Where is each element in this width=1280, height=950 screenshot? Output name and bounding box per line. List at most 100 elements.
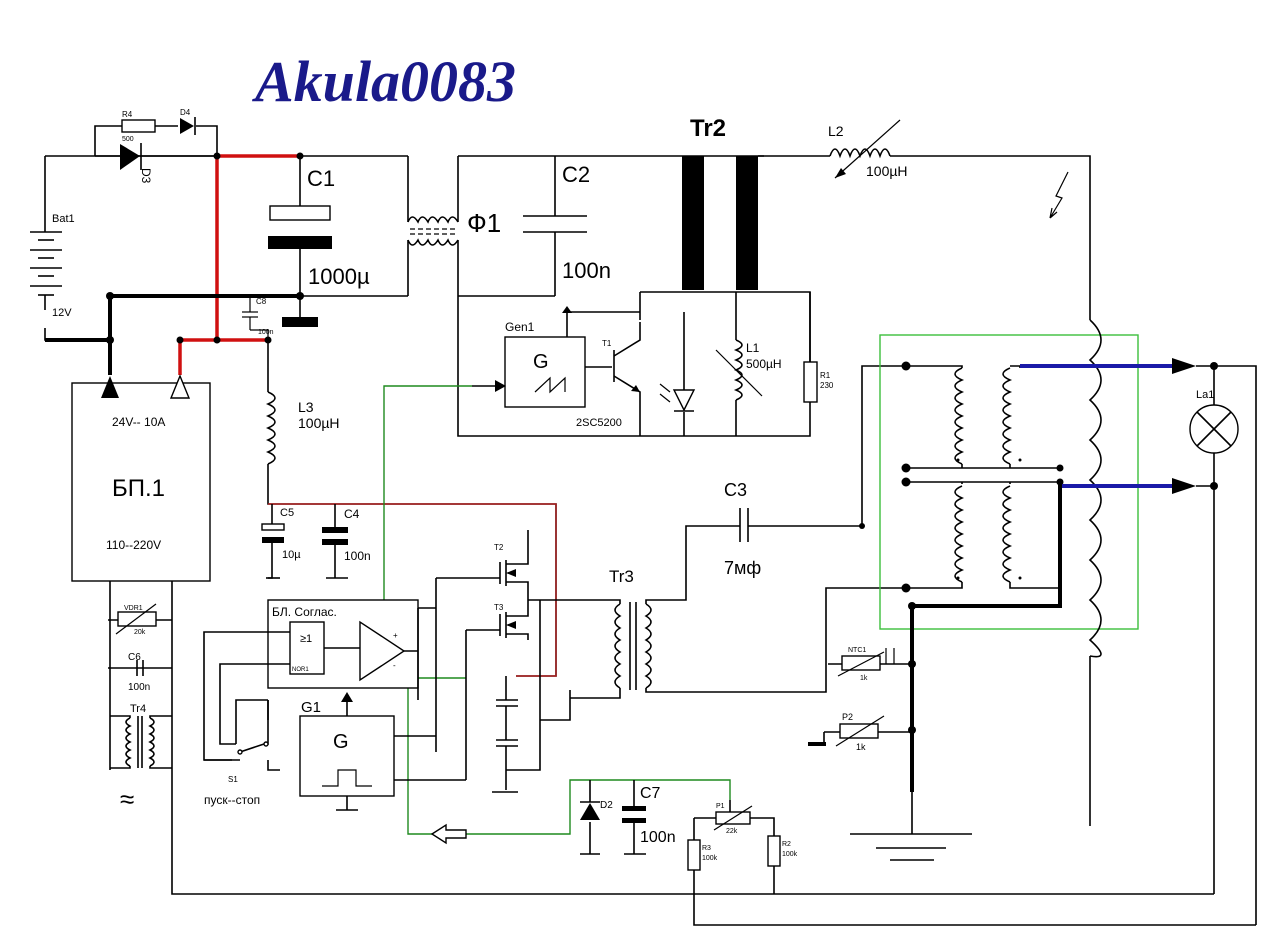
r4-value: 500 [122, 136, 134, 143]
t1-transistor [613, 322, 641, 436]
l3-value: 100µH [298, 415, 340, 431]
c3-value: 7мф [724, 558, 761, 578]
g1-generator [299, 715, 395, 797]
psu-block [71, 382, 211, 582]
p1-value: 22k [726, 828, 738, 835]
c3-label: C3 [724, 480, 747, 500]
c4-label: C4 [344, 507, 360, 521]
d4-diode [180, 117, 196, 135]
c1-value: 1000µ [308, 264, 370, 289]
d2-label: D2 [600, 800, 613, 811]
c5-value: 10µ [282, 549, 301, 561]
gen1-label: Gen1 [505, 320, 535, 334]
p1-label: P1 [716, 803, 725, 810]
c5-capacitor [261, 504, 285, 579]
d3-label: D3 [139, 168, 153, 184]
r3-label: R3 [702, 845, 711, 852]
t1-label: T1 [602, 339, 612, 348]
hollow-arrow-left [430, 823, 467, 845]
tr3-transformer [570, 525, 906, 699]
r2-label: R2 [782, 841, 791, 848]
c2-capacitor [523, 215, 587, 233]
l1-label: L1 [746, 341, 760, 355]
r3-value: 100k [702, 855, 718, 862]
la1-lamp [1189, 404, 1239, 454]
r4-resistor [121, 119, 156, 133]
c4-value: 100n [344, 549, 371, 563]
c5-label: C5 [280, 507, 294, 519]
d4-label: D4 [180, 108, 191, 117]
r2-value: 100k [782, 851, 798, 858]
l2-value: 100µH [866, 163, 908, 179]
spark-icon [1049, 171, 1069, 219]
start-stop-label: пуск--стоп [204, 793, 260, 807]
t2-mosfet [436, 540, 529, 600]
t1-part: 2SC5200 [576, 417, 622, 429]
green-wire-lower [407, 688, 731, 835]
gate-sub-label: NOR1 [292, 667, 309, 673]
ntc1-value: 1k [860, 675, 868, 682]
l2-label: L2 [828, 123, 844, 139]
l2-inductor [829, 119, 1091, 320]
tr3-label: Tr3 [609, 567, 634, 586]
c2-value: 100n [562, 258, 611, 283]
green-wire-upper [383, 385, 472, 600]
c6-value: 100n [128, 682, 150, 693]
t3-mosfet [466, 600, 529, 640]
p1-potentiometer [693, 800, 775, 840]
ground-bus [910, 482, 1062, 792]
svg-text:+: + [393, 631, 398, 640]
tr2-label: Tr2 [690, 115, 726, 142]
ntc1-thermistor [828, 648, 912, 677]
g1-g: G [333, 731, 349, 753]
led-diode [659, 312, 696, 436]
s1-label: S1 [228, 775, 238, 784]
c3-capacitor [739, 365, 906, 542]
vdr1-varistor [115, 603, 157, 635]
g1-label: G1 [301, 699, 321, 716]
ac-symbol: ≈ [120, 784, 134, 814]
l1-inductor [715, 292, 763, 436]
p2-potentiometer [812, 715, 912, 747]
c8-capacitor [242, 296, 269, 340]
c8-value: 100n [258, 329, 274, 336]
tr4-label: Tr4 [130, 703, 146, 715]
output-transformer-coils [906, 365, 1060, 589]
c6-label: C6 [128, 652, 141, 663]
r1-label: R1 [820, 371, 831, 380]
r1-value: 230 [820, 381, 834, 390]
ntc1-label: NTC1 [848, 647, 866, 654]
vdr1-label: VDR1 [124, 605, 143, 612]
psu-rating: 24V-- 10A [112, 415, 165, 429]
top-left-wiring [44, 125, 408, 341]
d2-diode [580, 780, 600, 855]
c1-label: C1 [307, 166, 335, 191]
tr2-transformer [639, 155, 830, 408]
c6-capacitor [136, 660, 144, 676]
l1-value: 500µH [746, 357, 782, 371]
match-block-label: БЛ. Соглас. [272, 605, 337, 619]
r3-resistor [687, 839, 701, 871]
c7-label: C7 [640, 785, 661, 802]
t3-label: T3 [494, 603, 504, 612]
gate-label: ≥1 [300, 633, 312, 645]
psu-name: БП.1 [112, 475, 165, 502]
high-voltage-coil [1088, 319, 1102, 826]
la1-label: La1 [1196, 389, 1214, 401]
p2-value: 1k [856, 742, 866, 752]
gen1-g: G [533, 351, 549, 373]
title: Akula0083 [252, 49, 516, 114]
bat-voltage: 12V [52, 307, 72, 319]
vdr1-value: 20k [134, 629, 146, 636]
c7-capacitor [622, 780, 646, 855]
c2-label: C2 [562, 162, 590, 187]
phi1-choke [300, 156, 459, 297]
tr4-transformer [110, 715, 172, 769]
p2-label: P2 [842, 712, 853, 722]
r1-resistor [803, 361, 818, 403]
r2-resistor [767, 835, 781, 867]
battery-bat1 [30, 231, 62, 296]
phi1-label: Ф1 [467, 208, 501, 238]
t2-label: T2 [494, 543, 504, 552]
svg-text:-: - [393, 661, 396, 670]
